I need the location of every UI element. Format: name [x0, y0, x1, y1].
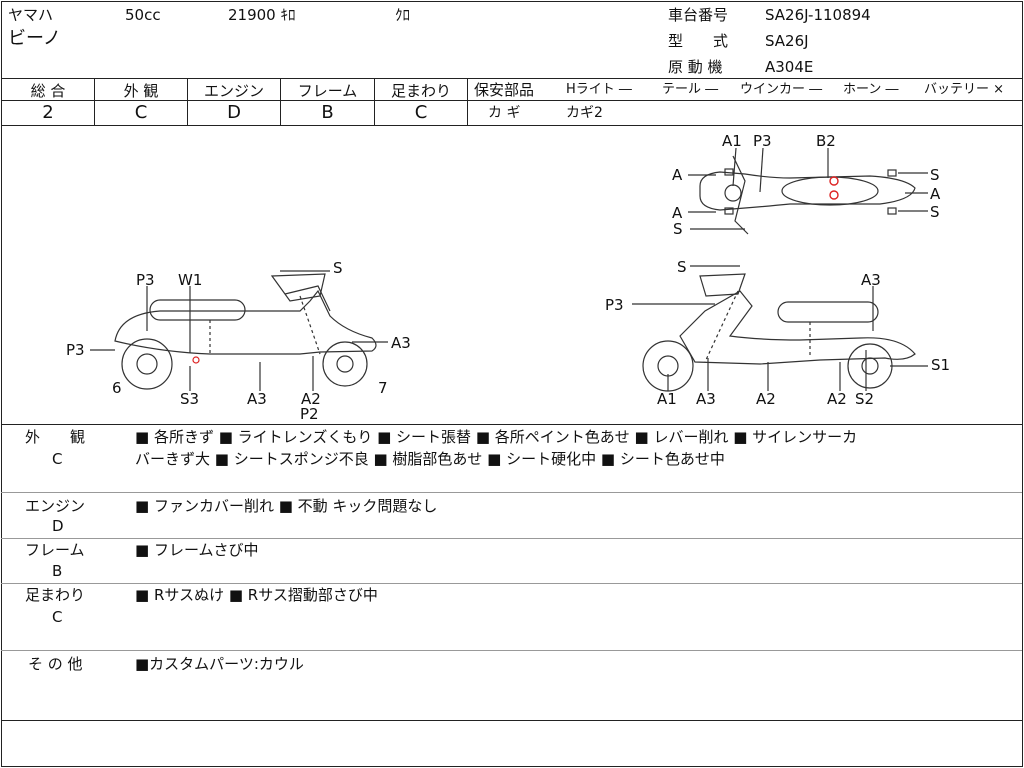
diag-left-p3-top: P3 — [136, 271, 155, 289]
exterior-label: 外 観 — [123, 82, 159, 100]
diag-right-a2b: A2 — [827, 390, 847, 408]
notes-line — [1, 650, 1022, 651]
grade-divider — [374, 78, 375, 125]
grade-divider — [280, 78, 281, 125]
key-value: カギ2 — [566, 105, 603, 121]
safety-label: 保安部品 — [474, 81, 535, 99]
notes-susp-grade: C — [52, 608, 63, 626]
diag-top-a-r: A — [930, 185, 941, 203]
diag-top-s-br: S — [930, 203, 940, 221]
notes-frame-line: ■ フレームさび中 — [135, 541, 259, 559]
safety-headlight: Hライト ― — [566, 82, 632, 97]
notes-susp-line: ■ Rサスぬけ ■ Rサス摺動部さび中 — [135, 586, 378, 604]
diag-top-s-tr: S — [930, 166, 940, 184]
notes-bottom-line — [1, 720, 1022, 721]
safety-tail: テール ― — [662, 82, 719, 97]
diag-top-a-tl: A — [672, 166, 683, 184]
diag-left-6: 6 — [112, 379, 122, 397]
notes-line — [1, 583, 1022, 584]
diag-left-a3-low: A3 — [247, 390, 267, 408]
diag-left-p3-side: P3 — [66, 341, 85, 359]
grade-mid-line — [1, 100, 1022, 101]
damage-diagram — [90, 147, 928, 392]
grade-top-line — [1, 78, 1022, 79]
notes-engine-line: ■ ファンカバー削れ ■ 不動 キック問題なし — [135, 497, 438, 515]
diag-right-a2: A2 — [756, 390, 776, 408]
color: ｸﾛ — [395, 6, 411, 24]
total-grade: 2 — [42, 102, 54, 123]
exterior-grade: C — [134, 102, 148, 123]
diag-right-s2: S2 — [855, 390, 875, 408]
model-name: ビーノ — [8, 28, 61, 49]
frame-no: SA26J-110894 — [765, 6, 871, 24]
diag-right-a1: A1 — [657, 390, 677, 408]
suspension-label: 足まわり — [390, 82, 451, 100]
notes-engine-grade: D — [52, 517, 64, 535]
notes-exterior-label: 外 観 — [25, 428, 86, 446]
diag-left-s3: S3 — [180, 390, 200, 408]
safety-winker: ウインカー ― — [740, 82, 823, 97]
top-view-scooter — [688, 147, 928, 235]
notes-line — [1, 492, 1022, 493]
suspension-grade: C — [414, 102, 428, 123]
right-side-scooter — [632, 265, 928, 392]
type-label: 型 式 — [668, 32, 729, 50]
diag-right-a3-low: A3 — [696, 390, 716, 408]
diag-right-s: S — [677, 258, 687, 276]
notes-exterior-line1: ■ 各所きず ■ ライトレンズくもり ■ シート張替 ■ 各所ペイント色あせ ■… — [135, 428, 858, 446]
displacement: 50cc — [125, 6, 161, 24]
diag-top-a1: A1 — [722, 132, 742, 150]
notes-line — [1, 538, 1022, 539]
engine-grade-label: エンジン — [203, 82, 264, 100]
left-side-scooter — [90, 270, 388, 391]
frame-grade: B — [321, 102, 334, 123]
type-value: SA26J — [765, 32, 809, 50]
diag-left-a2: A2 — [301, 390, 321, 408]
diag-left-a3-right: A3 — [391, 334, 411, 352]
grade-bottom-line — [1, 125, 1022, 126]
grade-divider — [467, 78, 468, 125]
diag-top-s-bl: S — [673, 220, 683, 238]
engine-value: A304E — [765, 58, 814, 76]
diag-left-7: 7 — [378, 379, 388, 397]
diag-top-a-bl: A — [672, 204, 683, 222]
notes-susp-label: 足まわり — [25, 586, 86, 604]
diag-left-s: S — [333, 259, 343, 277]
total-label: 総 合 — [30, 82, 66, 100]
grade-divider — [94, 78, 95, 125]
notes-engine-label: エンジン — [25, 497, 86, 515]
frame-grade-label: フレーム — [297, 82, 358, 100]
diag-left-w1: W1 — [178, 271, 203, 289]
notes-exterior-grade: C — [52, 450, 63, 468]
key-label: カ ギ — [488, 105, 521, 121]
notes-frame-label: フレーム — [25, 541, 85, 559]
engine-label: 原 動 機 — [668, 58, 723, 76]
notes-exterior-line2: バーきず大 ■ シートスポンジ不良 ■ 樹脂部色あせ ■ シート硬化中 ■ シー… — [135, 450, 725, 468]
notes-top-line — [1, 424, 1022, 425]
grade-divider — [187, 78, 188, 125]
diag-right-s1: S1 — [931, 356, 951, 374]
notes-other-line: ■カスタムパーツ:カウル — [135, 655, 304, 673]
diag-top-p3: P3 — [753, 132, 772, 150]
diag-left-p2: P2 — [300, 405, 319, 423]
safety-horn: ホーン ― — [843, 82, 899, 97]
notes-frame-grade: B — [52, 562, 63, 580]
maker: ヤマハ — [8, 6, 54, 24]
diag-right-a3: A3 — [861, 271, 881, 289]
frame-no-label: 車台番号 — [668, 6, 729, 24]
notes-other-label: そ の 他 — [28, 655, 83, 673]
engine-grade: D — [227, 102, 241, 123]
safety-battery: バッテリー × — [924, 82, 1005, 97]
diag-right-p3: P3 — [605, 296, 624, 314]
mileage: 21900 ｷﾛ — [228, 6, 296, 24]
diag-top-b2: B2 — [816, 132, 836, 150]
